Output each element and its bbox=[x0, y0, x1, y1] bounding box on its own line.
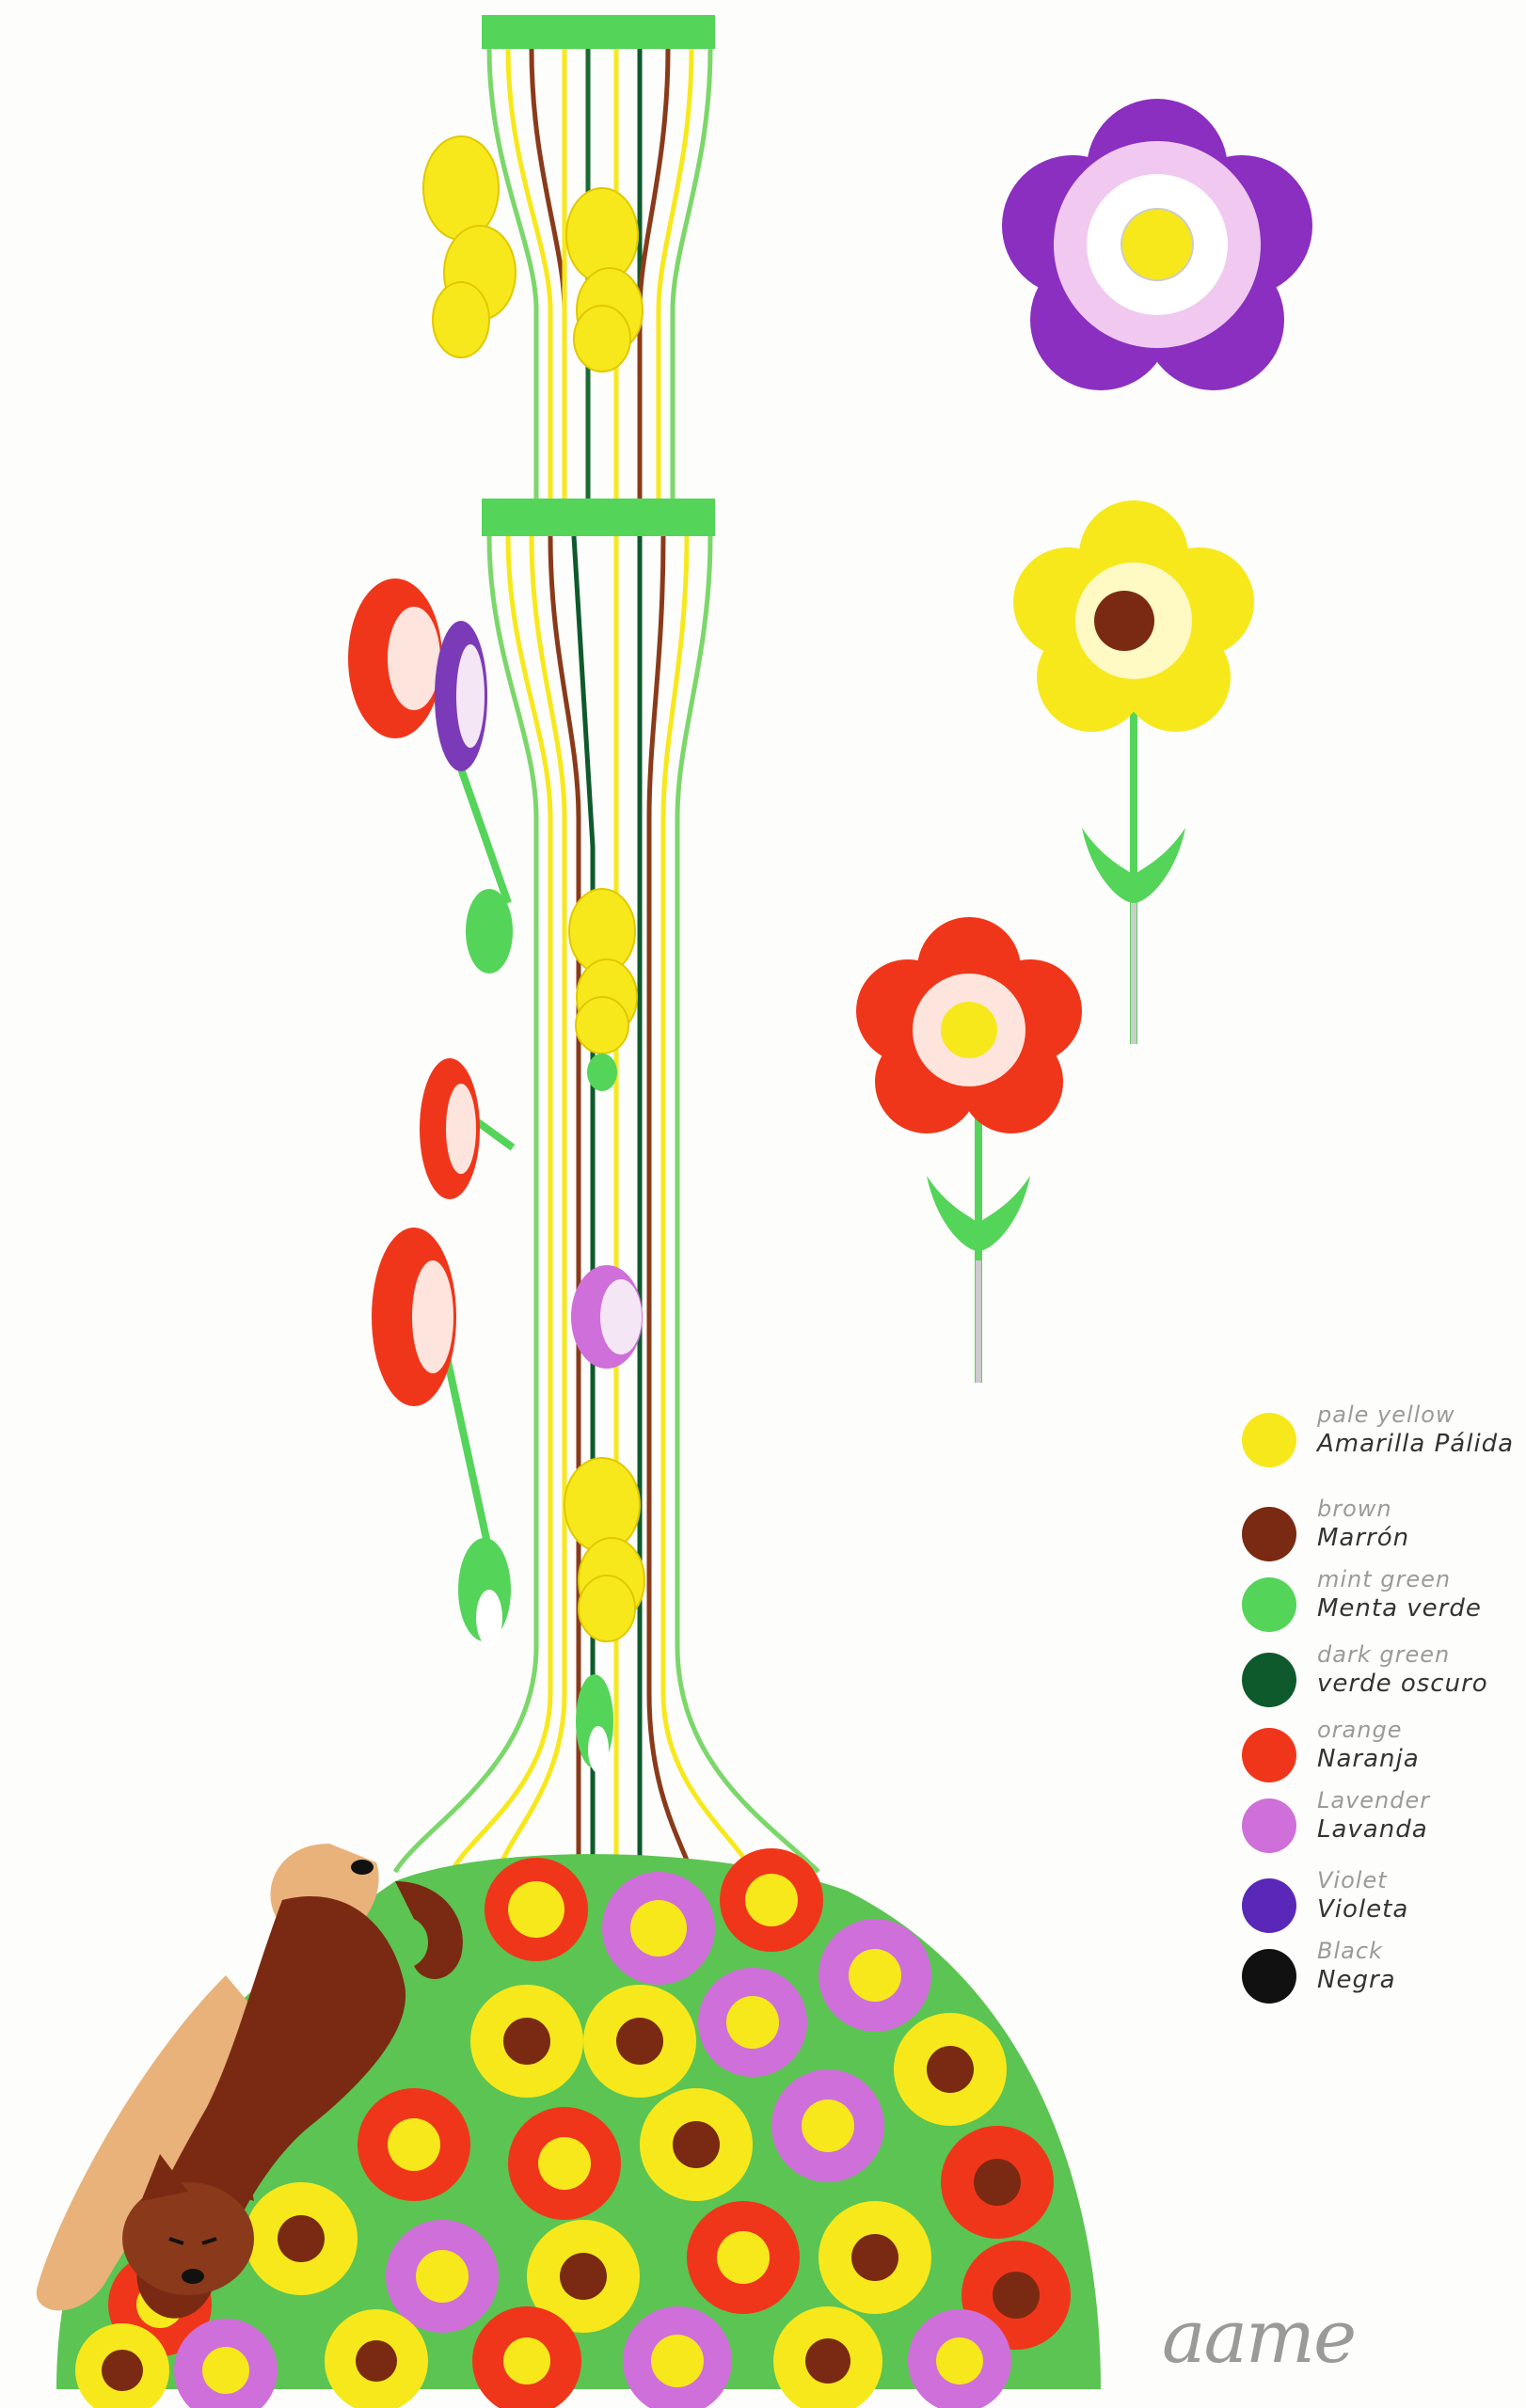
legend-label-english: Black bbox=[1317, 1938, 1383, 1964]
color-swatch bbox=[1242, 1413, 1296, 1467]
artist-signature: aame bbox=[1162, 2295, 1357, 2380]
legend-label-spanish: Menta verde bbox=[1317, 1594, 1482, 1623]
tower-cap-middle bbox=[482, 499, 715, 536]
legend-label-english: mint green bbox=[1317, 1566, 1452, 1592]
flower-yellow-brown bbox=[1013, 500, 1254, 1044]
color-swatch bbox=[1242, 1949, 1296, 2004]
legend-label-spanish: Violeta bbox=[1317, 1895, 1409, 1924]
color-swatch bbox=[1242, 1507, 1296, 1561]
left-stem-flowers bbox=[348, 578, 516, 1646]
legend-label-english: Violet bbox=[1317, 1867, 1388, 1893]
legend-label-english: Lavender bbox=[1317, 1787, 1431, 1814]
color-swatch bbox=[1242, 1653, 1296, 1707]
legend-label-spanish: Naranja bbox=[1317, 1745, 1420, 1773]
tower-lavender-bloom bbox=[571, 1265, 643, 1369]
legend-label-spanish: Amarilla Pálida bbox=[1317, 1430, 1515, 1458]
flower-orange bbox=[856, 917, 1082, 1383]
legend-label-spanish: Marrón bbox=[1317, 1524, 1410, 1552]
tower-lower-stripes bbox=[392, 535, 820, 1874]
legend-label-english: brown bbox=[1317, 1496, 1392, 1522]
tower-buds bbox=[576, 1054, 617, 1773]
legend-label-spanish: verde oscuro bbox=[1317, 1670, 1488, 1698]
legend-label-english: orange bbox=[1317, 1717, 1403, 1743]
tower-cap-top bbox=[482, 15, 715, 49]
flower-violet-large bbox=[1002, 99, 1312, 390]
legend-label-spanish: Lavanda bbox=[1317, 1815, 1428, 1844]
legend-label-english: dark green bbox=[1317, 1641, 1451, 1668]
color-swatch bbox=[1242, 1798, 1296, 1853]
legend-label-english: pale yellow bbox=[1317, 1402, 1455, 1428]
color-swatch bbox=[1242, 1577, 1296, 1632]
mound-flowers bbox=[75, 1848, 1071, 2408]
tower-yellow-blooms bbox=[422, 135, 645, 1642]
cat-icon bbox=[351, 1860, 374, 1875]
color-swatch bbox=[1242, 1728, 1296, 1782]
legend-label-spanish: Negra bbox=[1317, 1966, 1396, 1994]
color-swatch bbox=[1242, 1878, 1296, 1933]
